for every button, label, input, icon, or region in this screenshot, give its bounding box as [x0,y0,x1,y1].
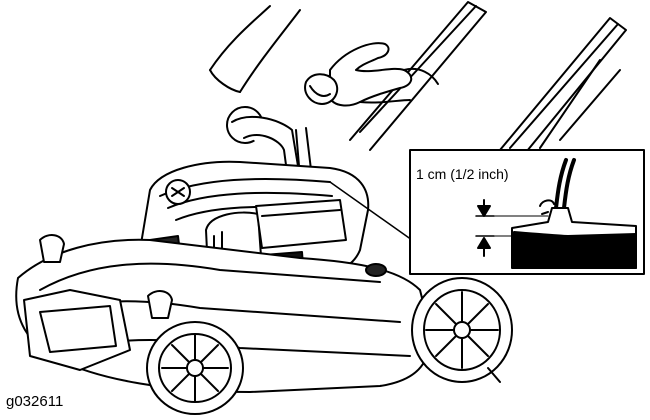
left-rear-wheel [146,321,244,415]
right-front-wheel [411,277,513,383]
operator-hand [209,5,439,107]
callout-leader-line [329,181,413,241]
handle-bars [349,1,627,163]
mower-deck [15,234,432,393]
oil-level-measurement-label: 1 cm (1/2 inch) [416,166,509,182]
figure-id: g032611 [6,393,64,410]
oil-level-callout [409,149,645,275]
